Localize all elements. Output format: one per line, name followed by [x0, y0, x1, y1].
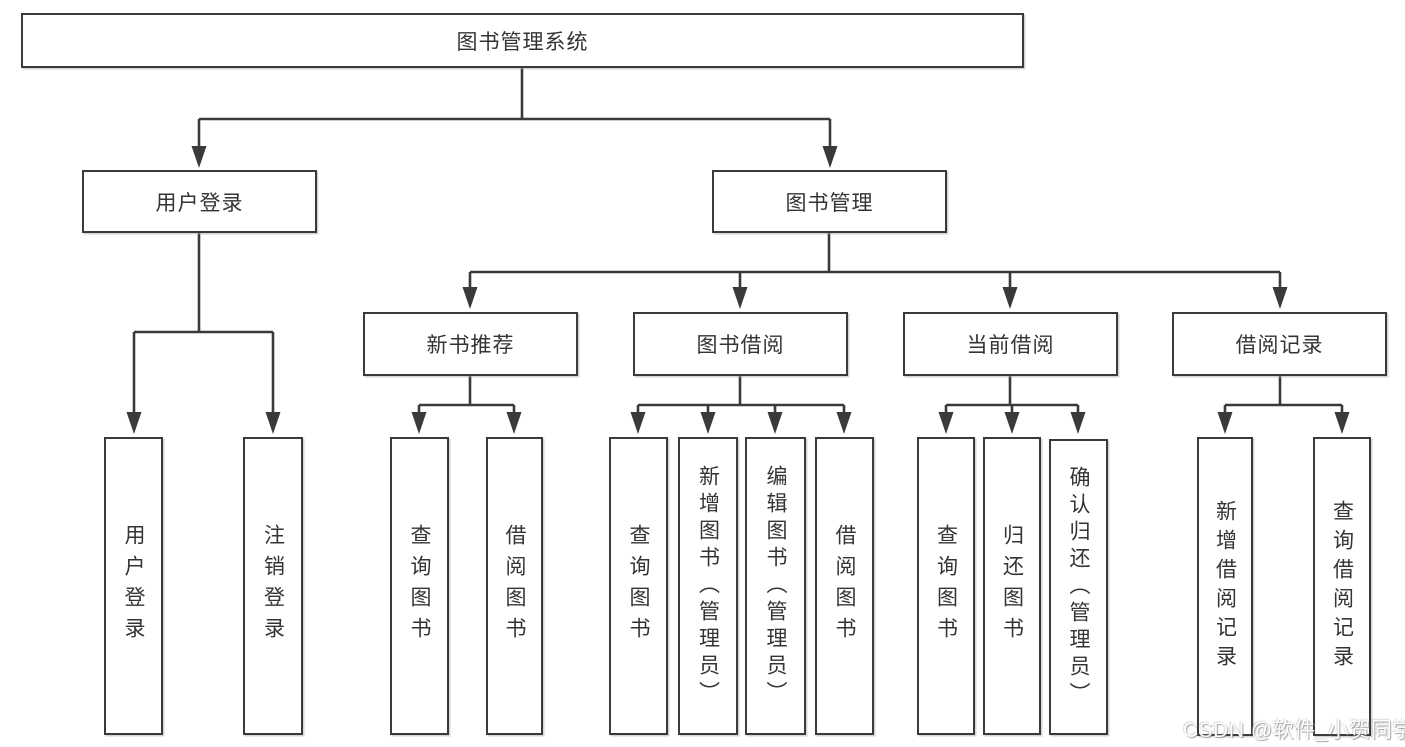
leaf-add-books-admin-label: 新增图书（管理员）: [696, 464, 720, 708]
leaf-logout: 注销登录: [243, 437, 303, 735]
node-book-borrowing: 图书借阅: [633, 312, 848, 376]
node-user-login-branch: 用户登录: [82, 170, 317, 233]
leaf-edit-books-admin-label: 编辑图书（管理员）: [764, 464, 787, 708]
leaf-logout-label: 注销登录: [261, 524, 285, 648]
leaf-add-borrow-record: 新增借阅记录: [1197, 437, 1253, 736]
connector-new-book-recommend-children: [411, 375, 522, 434]
arrow-down-icon: [836, 412, 852, 434]
node-root: 图书管理系统: [21, 13, 1024, 68]
arrow-down-icon: [1002, 287, 1018, 309]
arrow-down-icon: [191, 146, 207, 168]
leaf-borrowing-borrow-books: 借阅图书: [815, 437, 874, 735]
leaf-borrowing-query-books-label: 查询图书: [627, 524, 650, 648]
arrow-down-icon: [700, 412, 716, 434]
leaf-user-login-label: 用户登录: [122, 524, 145, 648]
arrow-down-icon: [462, 287, 478, 309]
node-book-borrowing-label: 图书借阅: [696, 334, 785, 357]
connector-book-borrowing-children: [630, 375, 852, 434]
leaf-return-books-label: 归还图书: [1000, 524, 1024, 648]
leaf-add-borrow-record-label: 新增借阅记录: [1213, 499, 1237, 674]
arrow-down-icon: [126, 412, 142, 434]
arrow-down-icon: [732, 287, 748, 309]
node-user-login-branch-label: 用户登录: [155, 191, 244, 215]
node-borrowing-records: 借阅记录: [1172, 312, 1387, 376]
connector-user-login-children: [126, 232, 281, 434]
connector-borrowing-records-children: [1217, 375, 1350, 434]
node-current-borrowing-label: 当前借阅: [966, 334, 1055, 357]
connector-book-management-children: [462, 232, 1288, 309]
leaf-recommend-borrow-books: 借阅图书: [486, 437, 543, 735]
leaf-confirm-return-admin: 确认归还（管理员）: [1049, 439, 1108, 735]
leaf-user-login: 用户登录: [104, 437, 163, 735]
leaf-borrowing-query-books: 查询图书: [609, 437, 668, 735]
leaf-recommend-borrow-books-label: 借阅图书: [503, 524, 526, 648]
arrow-down-icon: [1334, 412, 1350, 434]
connector-root-branches: [191, 66, 838, 168]
leaf-recommend-query-books: 查询图书: [390, 437, 449, 735]
leaf-return-books: 归还图书: [983, 437, 1041, 735]
arrow-down-icon: [411, 412, 427, 434]
arrow-down-icon: [767, 412, 783, 434]
arrow-down-icon: [1070, 412, 1086, 434]
arrow-down-icon: [1272, 287, 1288, 309]
arrow-down-icon: [938, 412, 954, 434]
leaf-query-borrow-record-label: 查询借阅记录: [1330, 499, 1354, 674]
leaf-borrowing-borrow-books-label: 借阅图书: [833, 524, 856, 648]
connector-current-borrowing-children: [938, 375, 1086, 434]
leaf-current-query-books-label: 查询图书: [934, 524, 958, 648]
arrow-down-icon: [265, 412, 281, 434]
node-borrowing-records-label: 借阅记录: [1235, 334, 1324, 357]
node-new-book-recommend: 新书推荐: [363, 312, 578, 376]
leaf-add-books-admin: 新增图书（管理员）: [678, 437, 738, 735]
leaf-recommend-query-books-label: 查询图书: [408, 524, 431, 648]
node-current-borrowing: 当前借阅: [903, 312, 1118, 376]
csdn-watermark: CSDN @软件_小贺同学: [1183, 719, 1405, 742]
node-book-management: 图书管理: [712, 170, 947, 233]
leaf-confirm-return-admin-label: 确认归还（管理员）: [1067, 465, 1090, 709]
arrow-down-icon: [506, 412, 522, 434]
leaf-query-borrow-record: 查询借阅记录: [1313, 437, 1371, 736]
node-new-book-recommend-label: 新书推荐: [426, 334, 515, 357]
node-book-management-label: 图书管理: [785, 191, 874, 215]
arrow-down-icon: [630, 412, 646, 434]
arrow-down-icon: [1004, 412, 1020, 434]
leaf-current-query-books: 查询图书: [917, 437, 975, 735]
arrow-down-icon: [1217, 412, 1233, 434]
node-root-label: 图书管理系统: [456, 30, 589, 54]
arrow-down-icon: [822, 146, 838, 168]
leaf-edit-books-admin: 编辑图书（管理员）: [745, 437, 806, 735]
